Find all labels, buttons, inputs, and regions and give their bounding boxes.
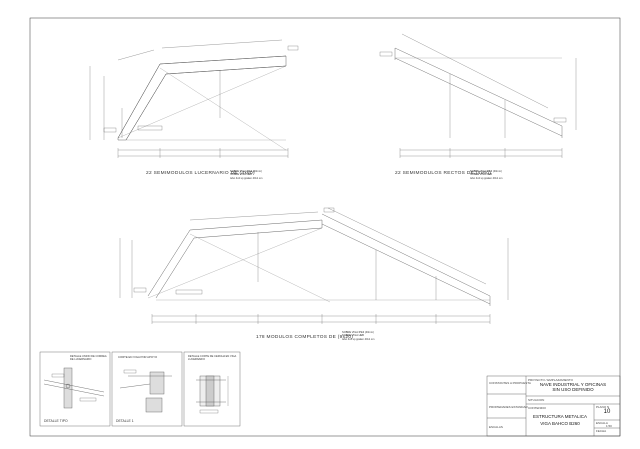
view3-caption: 178 MODULOS COMPLETOS DE (9x20) <box>256 335 354 340</box>
view1-caption: 22 SEMIMODULOS LUCERNARIO DE (4x60) <box>146 171 255 176</box>
tb-content-1: ESTRUCTURA METALICA <box>533 414 587 419</box>
tb-escalas-label: ESCALAS <box>489 425 503 429</box>
view1-note: SOBRE VIGA IPE3 (40mm) <box>230 170 262 173</box>
view3-note: SOBRE VIGA IPE3 (40mm) <box>342 331 374 334</box>
view1-note: tubo 4x4 sp ppalen 40x1 sm <box>230 176 263 180</box>
view2-caption: 22 SEMIMODULOS RECTOS DE (4x60) <box>395 171 492 176</box>
detail1-header: DETALLE UNION DE CORREA DE LUCERNARIO <box>70 355 107 361</box>
tb-situation-label: SITUACION <box>528 398 545 402</box>
detail1-title: DETALLE TIPO <box>44 419 68 423</box>
truss-view-completo <box>119 207 509 324</box>
tb-plano-label: PLANO N <box>596 405 610 409</box>
view2-note: SOBRE VIGA IPE3 (40mm) <box>470 170 502 173</box>
tb-project-name-2: SIN USO DEFINIDO <box>552 387 594 392</box>
view2-note: SOBRE VIGA HEB <box>470 173 492 177</box>
detail3-header: DETALLE CORTE DE CERCHA EN VIGA LUCERNAR… <box>188 355 237 361</box>
tb-content-2: VIGA BAHCO B260 <box>540 421 580 426</box>
tb-constantes-label: CONSTANTES A PROPUESTA <box>489 381 531 385</box>
view1-notes: SOBRE VIGA IPE3 (40mm) SOBRE VIGA HEB tu… <box>230 170 262 180</box>
view2-notes: SOBRE VIGA IPE3 (40mm) SOBRE VIGA HEB tu… <box>470 170 502 180</box>
detail2-title: DETALLE 1 <box>116 419 134 423</box>
tb-propiedades-label: PROPIEDADES ESTANDAR <box>489 405 528 409</box>
sheet-border <box>29 17 621 437</box>
tb-project-label: PROYECTO / EMPLAZAMIENTO <box>528 378 573 382</box>
view3-note: tubo 4x4 sp ppalen 40x1 sm <box>342 337 375 341</box>
view3-note: SOBRE VIGA HEB <box>342 334 364 338</box>
view3-notes: SOBRE VIGA IPE3 (40mm) SOBRE VIGA HEB tu… <box>342 331 374 341</box>
tb-plano-value: 10 <box>603 409 611 415</box>
title-block <box>486 375 621 437</box>
detail2-header: CORTE EN VIGA POR APOYO <box>118 355 158 359</box>
tb-escala-label: ESCALA <box>596 421 608 425</box>
truss-view-recto <box>379 33 577 158</box>
tb-content-label: CONTENIDO <box>528 406 546 410</box>
view2-note: tubo 4x4 sp ppalen 40x1 sm <box>470 176 503 180</box>
tb-project-name-1: NAVE INDUSTRIAL Y OFICINAS <box>539 382 607 387</box>
tb-fecha-label: FECHA <box>596 429 607 433</box>
detail-boxes <box>39 351 241 427</box>
truss-view-lucernario <box>89 39 299 158</box>
tb-escala-value: 1:50 <box>606 424 612 428</box>
view1-note: SOBRE VIGA HEB <box>230 173 252 177</box>
